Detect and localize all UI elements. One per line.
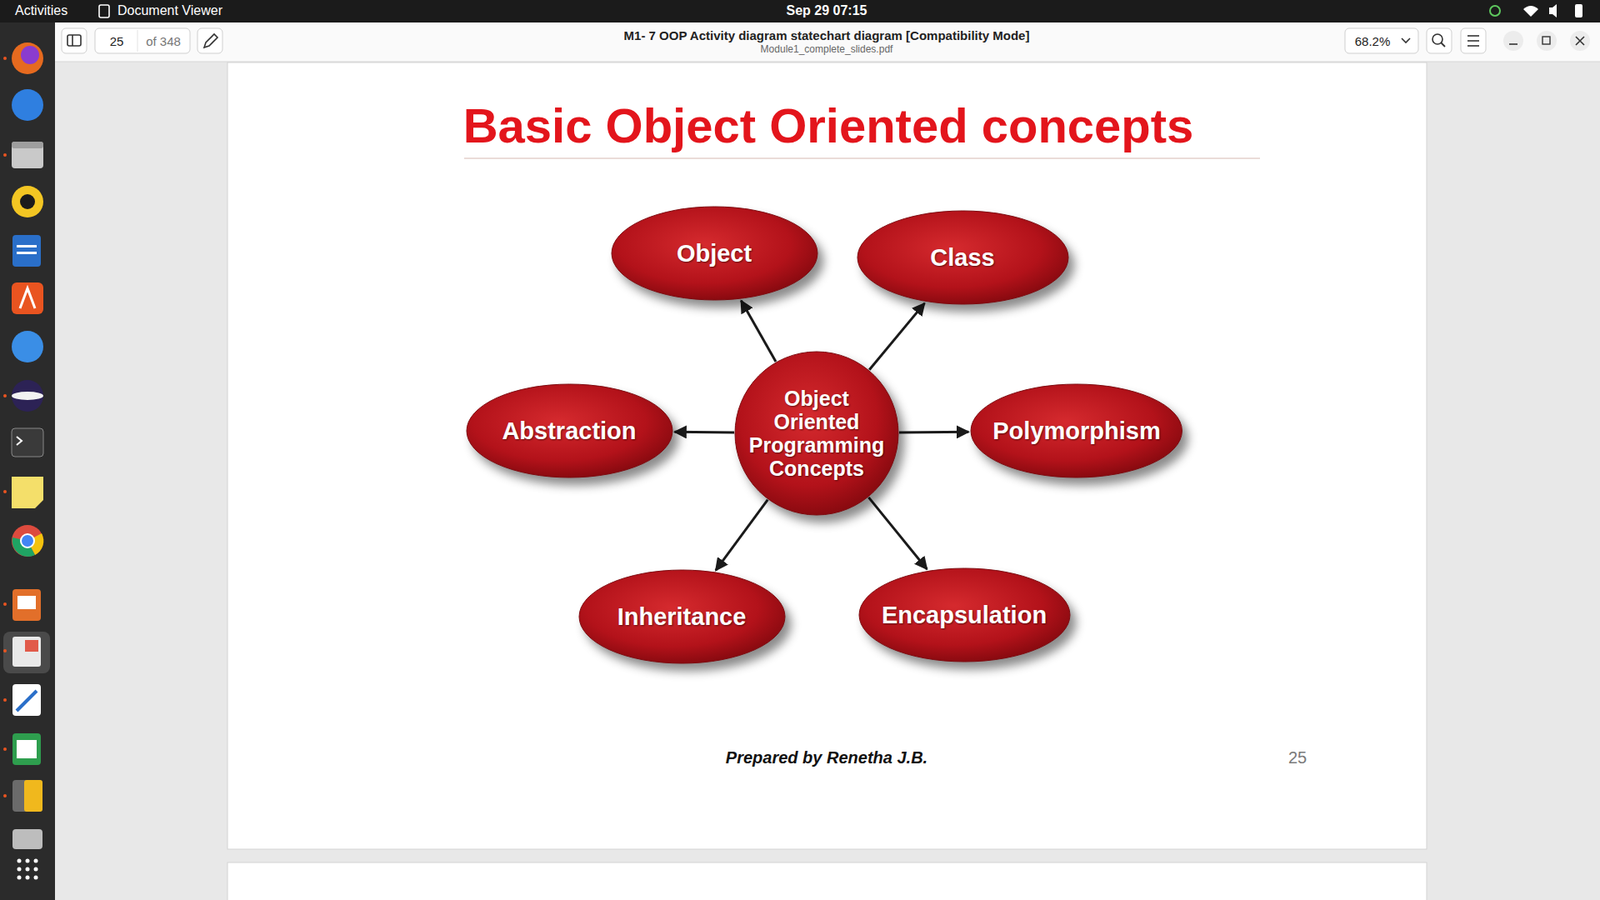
concept-ellipse: Encapsulation xyxy=(857,566,1072,664)
app-name: Document Viewer xyxy=(117,3,223,19)
connector-arrow xyxy=(868,497,927,570)
node-label: Object Oriented Programming Concepts xyxy=(745,386,889,480)
page-count: of 348 xyxy=(145,34,181,49)
connector-arrow xyxy=(869,303,925,370)
shape-fill xyxy=(611,206,818,300)
concept-ellipse: Object xyxy=(610,205,820,302)
connector-arrow xyxy=(715,500,768,571)
slide-footer: Prepared by Renetha J.B. xyxy=(725,748,928,768)
node-label: Class xyxy=(930,243,995,273)
slide-title: Basic Object Oriented concepts xyxy=(463,97,1195,154)
shape-fill xyxy=(735,351,899,515)
connector-arrow xyxy=(899,430,969,435)
shape-fill xyxy=(466,384,673,478)
zoom-level: 68.2% xyxy=(1355,34,1391,49)
window-title: M1- 7 OOP Activity diagram statechart di… xyxy=(624,28,1030,43)
concept-ellipse: Class xyxy=(855,209,1070,306)
node-label: Polymorphism xyxy=(992,416,1160,446)
node-label: Inheritance xyxy=(617,602,747,632)
concept-ellipse: Abstraction xyxy=(465,382,675,480)
shape-fill xyxy=(859,568,1070,662)
slide-number: 25 xyxy=(1288,748,1307,768)
shape-fill xyxy=(579,570,785,664)
connector-arrow xyxy=(674,430,735,435)
concept-ellipse: Inheritance xyxy=(577,568,787,665)
node-label: Abstraction xyxy=(501,416,636,446)
shape-fill xyxy=(970,384,1182,478)
node-label: Encapsulation xyxy=(881,600,1047,630)
file-name: Module1_complete_slides.pdf xyxy=(760,43,894,55)
page-number-field: 25 xyxy=(110,34,125,49)
connector-arrow xyxy=(740,300,776,362)
concept-ellipse: Polymorphism xyxy=(969,382,1184,480)
clock: Sep 29 07:15 xyxy=(786,3,868,19)
node-label: Object xyxy=(676,239,752,269)
shape-fill xyxy=(857,210,1069,305)
hub-circle: Object Oriented Programming Concepts xyxy=(733,350,900,517)
activities-button: Activities xyxy=(15,3,68,19)
